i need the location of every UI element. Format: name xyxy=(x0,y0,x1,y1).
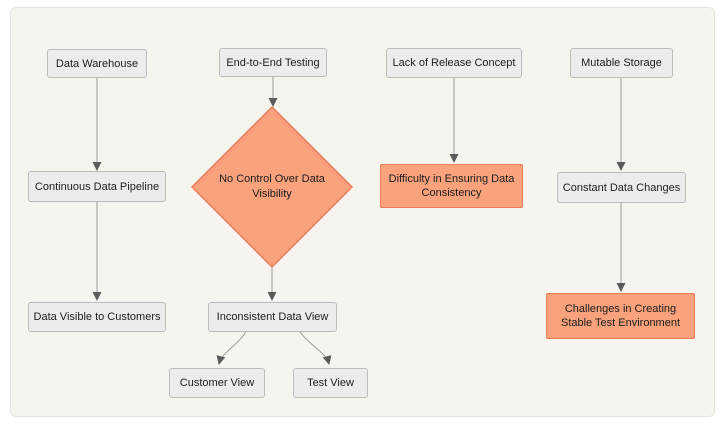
node-continuous-data-pipeline: Continuous Data Pipeline xyxy=(28,171,166,202)
node-inconsistent-data-view: Inconsistent Data View xyxy=(208,302,337,332)
node-difficulty-ensuring-consistency: Difficulty in Ensuring Data Consistency xyxy=(380,164,523,208)
node-label: Inconsistent Data View xyxy=(216,311,329,323)
edge-inconsistent-data-view-to-customer-view xyxy=(216,331,247,365)
node-constant-data-changes: Constant Data Changes xyxy=(557,172,686,203)
node-mutable-storage: Mutable Storage xyxy=(570,48,673,78)
node-label: Consistency xyxy=(421,187,482,199)
node-label: Mutable Storage xyxy=(581,57,662,69)
node-label: Visibility xyxy=(252,188,292,200)
node-label: Constant Data Changes xyxy=(562,181,681,194)
node-no-control-diamond-shape xyxy=(190,105,354,269)
edge-inconsistent-data-view-to-test-view xyxy=(299,331,332,365)
node-label: No Control Over Data xyxy=(219,173,325,185)
node-label: Continuous Data Pipeline xyxy=(34,180,160,193)
node-test-view: Test View xyxy=(293,368,368,398)
node-label: Test View xyxy=(307,377,354,389)
node-lack-of-release-concept: Lack of Release Concept xyxy=(386,48,522,78)
node-label: Lack of Release Concept xyxy=(392,57,516,69)
node-label: Difficulty in Ensuring Data xyxy=(388,173,515,185)
node-customer-view: Customer View xyxy=(169,368,265,398)
node-label: Challenges in Creating xyxy=(564,303,677,315)
node-label: Customer View xyxy=(179,377,255,389)
node-challenges-stable-test-environment: Challenges in Creating Stable Test Envir… xyxy=(546,293,695,339)
node-label: Data Warehouse xyxy=(55,57,139,70)
node-label: Stable Test Environment xyxy=(560,317,681,329)
node-label: Data Visible to Customers xyxy=(33,311,161,323)
node-label: End-to-End Testing xyxy=(226,56,320,69)
node-data-visible-to-customers: Data Visible to Customers xyxy=(28,302,166,332)
node-data-warehouse: Data Warehouse xyxy=(47,49,147,78)
node-no-control-diamond-label: No Control Over Data Visibility xyxy=(197,171,347,203)
node-end-to-end-testing: End-to-End Testing xyxy=(219,48,327,77)
